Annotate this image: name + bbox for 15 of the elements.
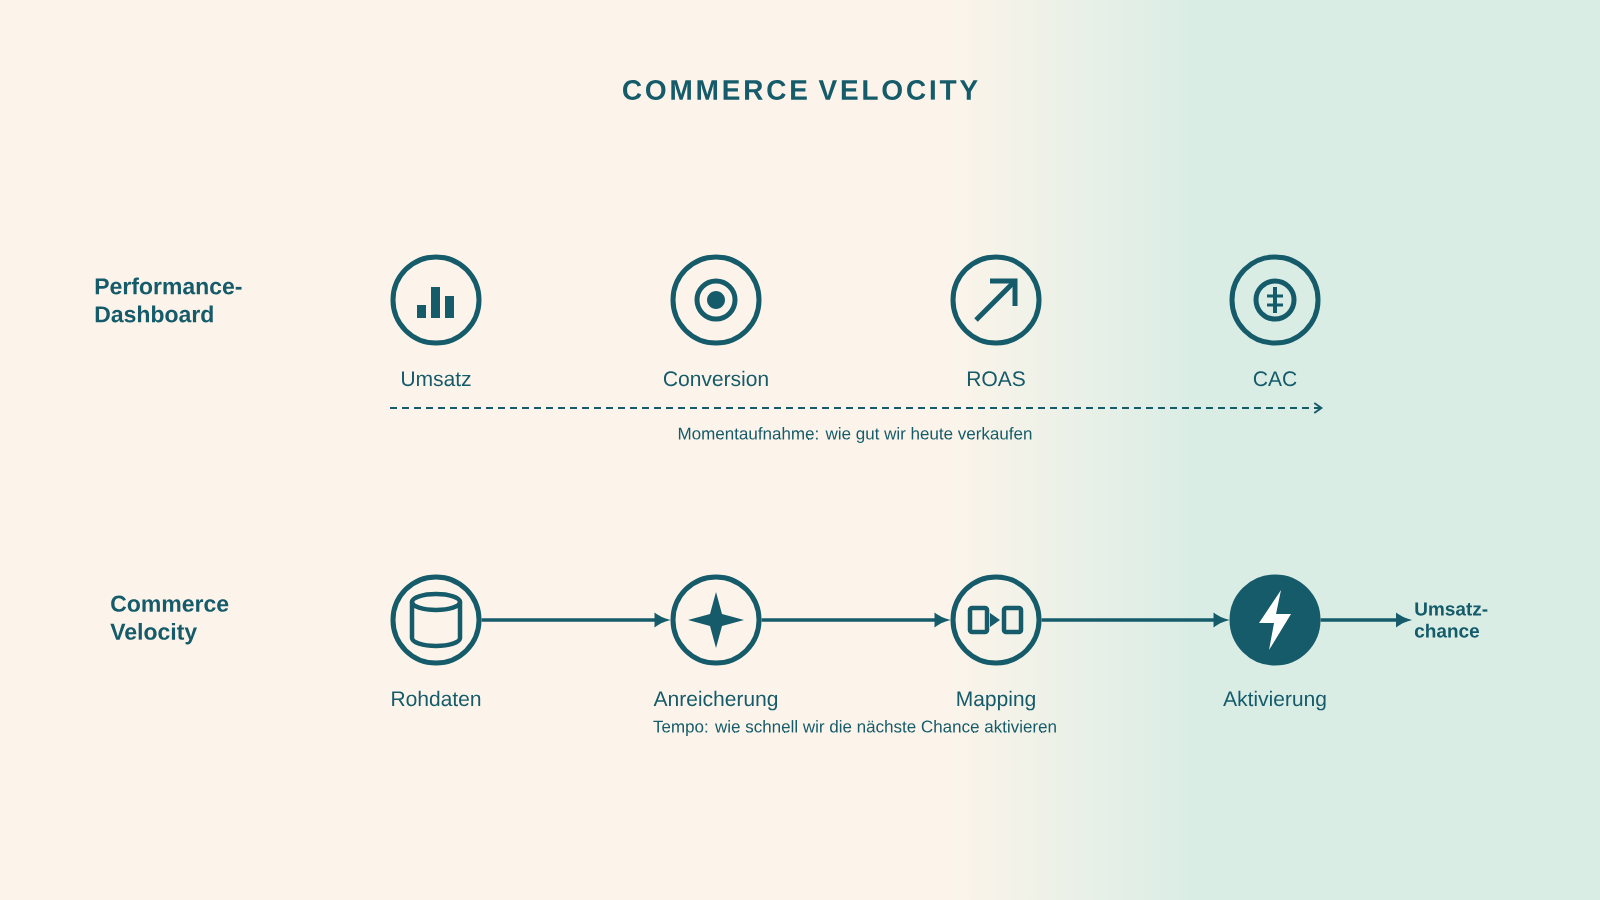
- node-label: Aktivierung: [1223, 690, 1326, 711]
- node-label: Mapping: [957, 690, 1035, 711]
- node-label: Rohdaten: [392, 690, 481, 707]
- row-label: Performance-Dashboard: [95, 277, 242, 323]
- caption: Tempo: wie schnell wir die nächste Chance aktivieren: [653, 720, 1056, 736]
- node-label: Anreicherung: [653, 690, 778, 711]
- caption: Momentaufnahme: wie gut wir heute verkaufen: [678, 427, 1032, 443]
- title: COMMERCE VELOCITY: [623, 80, 978, 100]
- node-label: CAC: [1253, 371, 1297, 387]
- outcome-label: Umsatz-chance: [1414, 602, 1488, 638]
- arrow: [1320, 614, 1409, 626]
- node-label: Umsatz: [402, 371, 471, 387]
- row-label: Commerce Velocity: [110, 595, 229, 645]
- node-label: ROAS: [968, 371, 1025, 387]
- node-label: Conversion: [663, 370, 768, 387]
